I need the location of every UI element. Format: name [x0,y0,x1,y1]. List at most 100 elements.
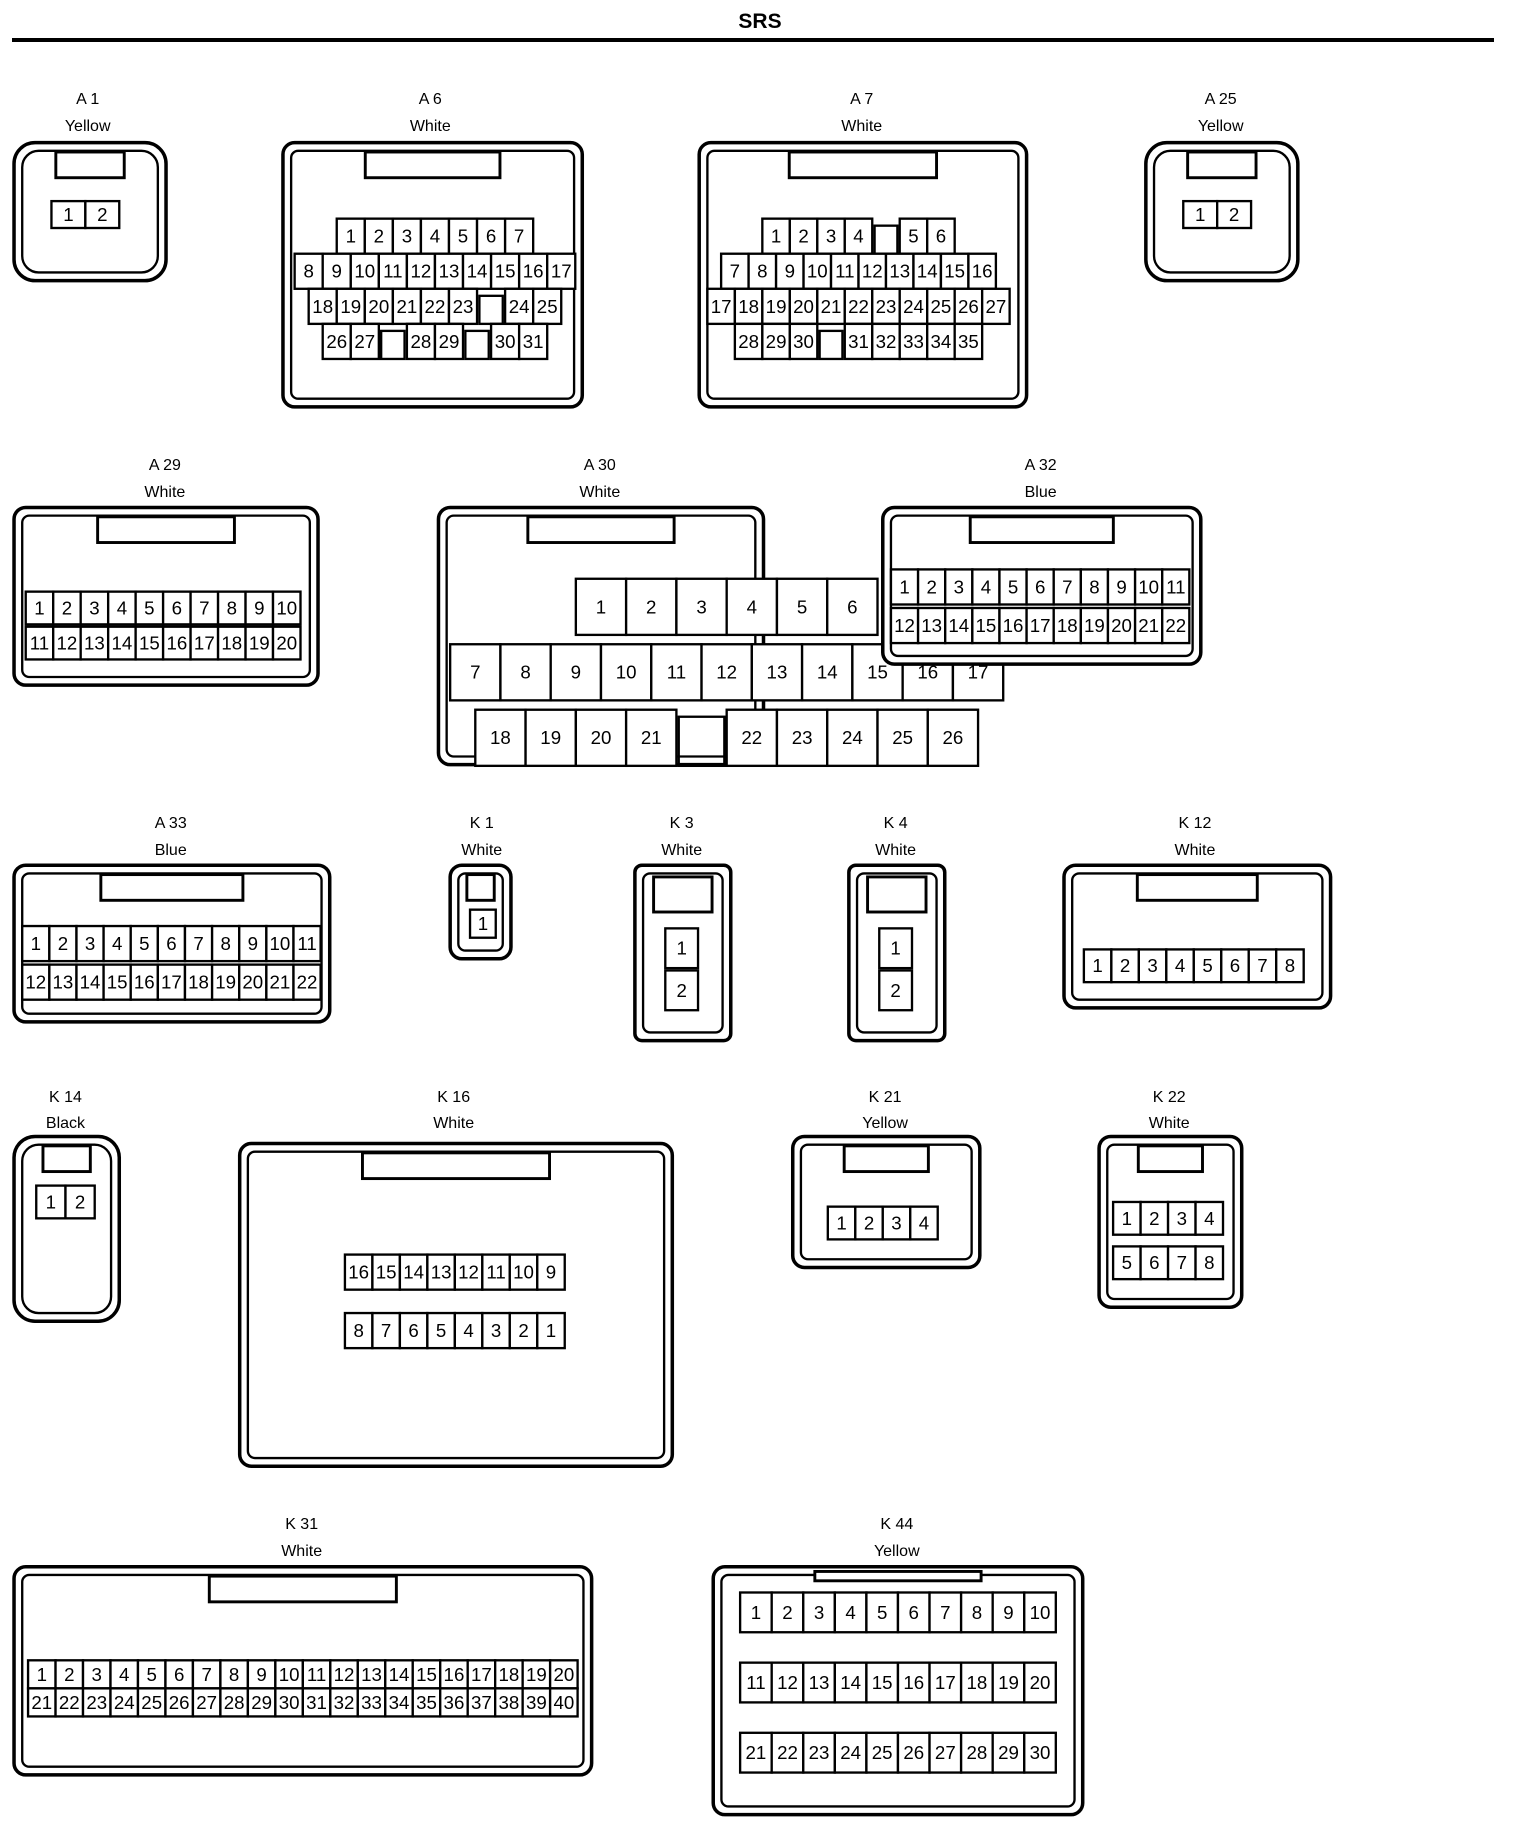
lock-tab [54,150,126,180]
pin-cell [349,252,381,290]
pin-number: 17 [551,261,572,282]
pin-number: 1 [836,1212,846,1233]
pin-cell [439,1687,469,1718]
pin-cell [991,1591,1026,1634]
connector-color-a32: Blue [1024,484,1057,502]
pin-cell [733,322,764,361]
pin-cell [371,1311,402,1350]
pin-number: 16 [917,662,938,683]
connector-id-a30: A 30 [583,457,616,475]
pin-number: 31 [848,331,869,352]
pin-number: 10 [1138,576,1159,597]
lock-tab [207,1574,398,1604]
pin-number: 17 [968,662,989,683]
pin-number: 20 [276,633,297,654]
pin-cell [494,1659,524,1690]
pin-cell [909,1205,939,1241]
pin-cell [433,252,465,290]
pin-cell [271,625,302,661]
pin-number: 21 [821,296,842,317]
pin-number: 4 [1175,955,1185,976]
pin-number: 24 [840,1742,861,1763]
pin-number: 7 [1062,576,1072,597]
pin-cell [466,1659,497,1690]
pin-cell [433,322,465,361]
pin-number: 1 [1195,204,1205,225]
connector-id-a1: A 1 [76,91,100,109]
pin-number: 5 [1008,576,1018,597]
pin-cell [1220,948,1250,984]
pin-cell [271,590,302,626]
pin-cell [725,577,779,637]
connector-color-a25: Yellow [1197,118,1244,136]
pin-cell [156,924,187,963]
pin-cell [1025,606,1055,645]
pin-cell [928,1591,963,1634]
pin-number: 16 [1003,615,1024,636]
connector-id-k21: K 21 [868,1088,902,1106]
pin-number: 18 [499,1664,520,1685]
pin-cell [926,322,956,361]
pin-cell [517,252,549,290]
pin-number: 15 [944,261,965,282]
pin-number: 1 [37,1664,47,1685]
pin-number: 30 [495,331,516,352]
pin-number: 4 [117,597,127,618]
pin-number: 17 [711,296,732,317]
pin-number: 16 [972,261,993,282]
pin-number: 22 [741,727,762,748]
pin-number: 30 [1030,1742,1051,1763]
pin-number: 4 [981,576,991,597]
pin-cell [246,1659,277,1690]
pin-number: 2 [890,980,900,1001]
connector-id-a7: A 7 [850,91,874,109]
pin-number: 7 [199,597,209,618]
pin-number: 11 [667,662,686,683]
pin-cell [1137,948,1168,984]
pin-cell [1023,1591,1057,1634]
pin-number: 13 [809,1672,830,1693]
pin-number: 5 [1202,955,1212,976]
pin-cell [624,708,678,768]
pin-number: 6 [408,1320,418,1341]
connector-k1: 1 [448,863,513,961]
pin-number: 2 [58,933,68,954]
pin-number: 2 [798,226,808,247]
pin-cell [816,287,846,326]
pin-cell [349,322,381,361]
connector-shell [12,1134,122,1323]
pin-number: 4 [853,226,863,247]
pin-cell [1216,199,1253,230]
pin-cell [802,1661,837,1704]
pin-cell [1025,568,1055,606]
pin-cell [481,1253,511,1291]
connector-k3: 12 [633,863,733,1043]
pin-cell [52,590,82,626]
pin-number: 5 [877,1602,887,1623]
pin-number: 18 [738,296,759,317]
connector-shell-inner [855,872,938,1034]
pin-number: 6 [486,226,496,247]
pin-cell [517,322,549,361]
pin-number: 15 [867,662,888,683]
pin-number: 22 [1165,615,1186,636]
connector-id-k4: K 4 [883,814,908,832]
pin-number: 4 [747,596,757,617]
pin-number: 5 [908,226,918,247]
pin-cell [1161,568,1191,606]
pin-number: 10 [616,662,637,683]
pin-number: 1 [676,938,686,959]
pin-number: 5 [1122,1252,1132,1273]
pin-number: 10 [276,597,297,618]
pin-cell [980,287,1011,326]
pin-number: 35 [416,1692,437,1713]
pin-number: 2 [676,980,686,1001]
pin-cell [775,577,829,637]
pin-cell [549,643,603,702]
pin-number: 24 [114,1692,135,1713]
